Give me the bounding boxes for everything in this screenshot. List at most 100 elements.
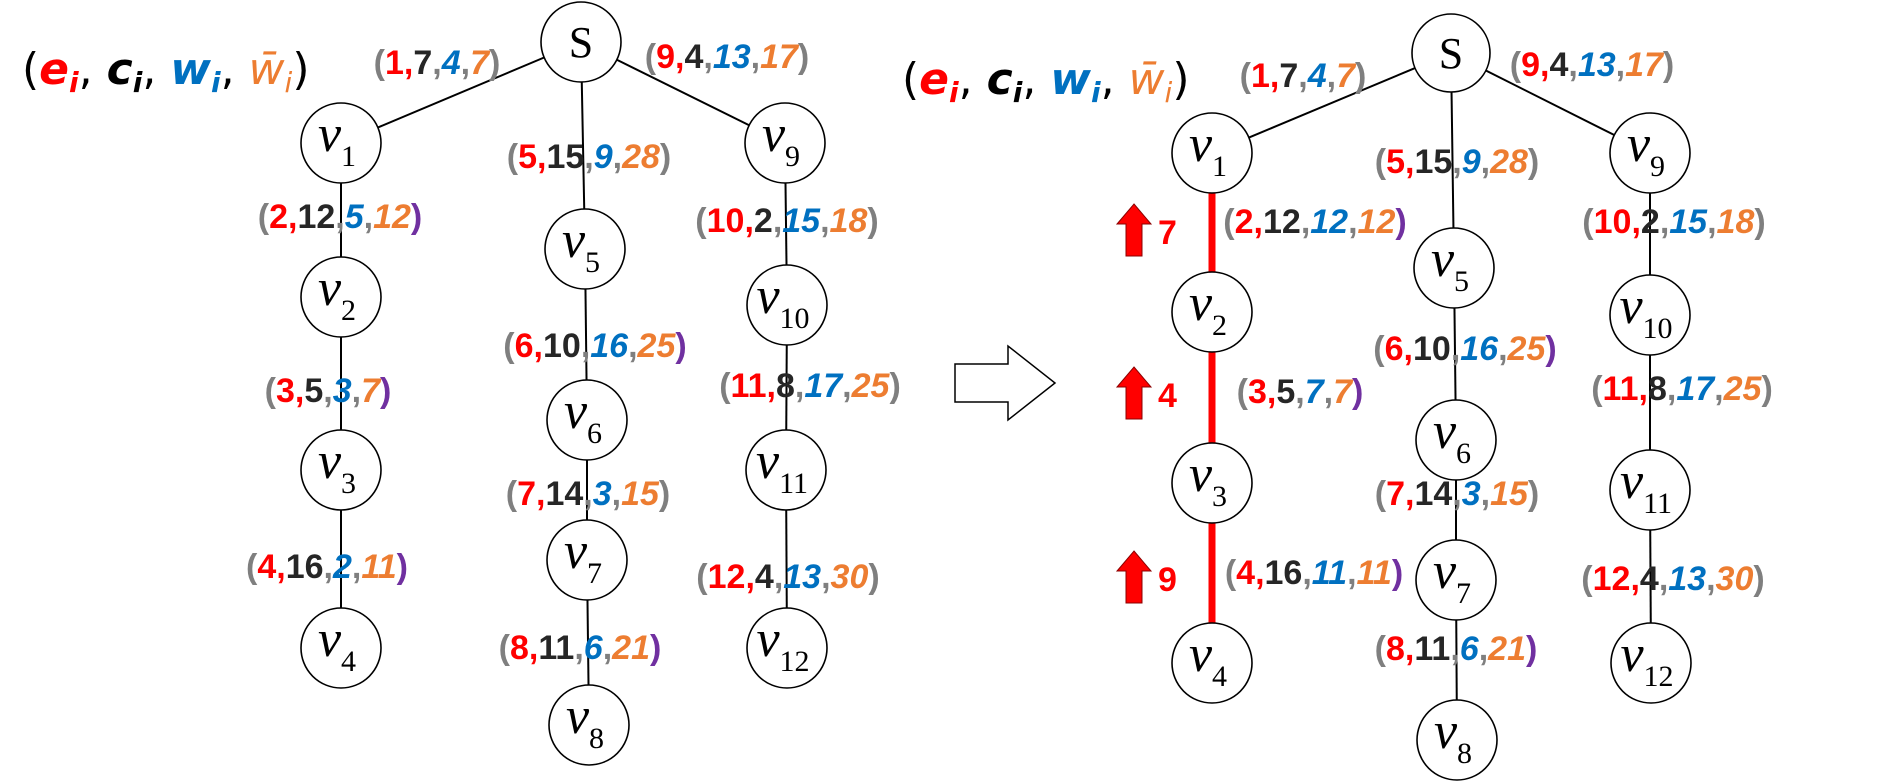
node-subscript: 8 bbox=[1457, 737, 1472, 770]
node-circle bbox=[540, 1, 622, 83]
edge-label-comma: , bbox=[1295, 373, 1304, 411]
edge-label-c: 16 bbox=[286, 548, 324, 586]
legend-w: w bbox=[1050, 54, 1091, 105]
edge bbox=[616, 58, 750, 127]
edge-label-c: 4 bbox=[1549, 46, 1568, 84]
edge-label-comma: , bbox=[751, 38, 760, 76]
edge-label: (5,15,9,28) bbox=[507, 138, 672, 176]
edge-label-open-paren: ( bbox=[1375, 143, 1387, 181]
edge-label-w: 9 bbox=[594, 138, 613, 176]
upgrade-amount: 9 bbox=[1158, 561, 1177, 599]
node-subscript: 11 bbox=[1643, 487, 1672, 520]
edge bbox=[584, 288, 588, 381]
edge-label-comma: , bbox=[1568, 46, 1577, 84]
edge-label-w: 5 bbox=[345, 198, 365, 236]
node-label: v7 bbox=[564, 523, 602, 590]
node-circle bbox=[548, 684, 630, 766]
edge-label-wbar: 25 bbox=[637, 327, 677, 365]
edge-label-wbar: 7 bbox=[1333, 373, 1354, 411]
edge-label-comma: , bbox=[574, 629, 583, 667]
edge-label-open-paren: ( bbox=[265, 372, 277, 410]
edge-label: (2,12,5,12) bbox=[258, 198, 423, 236]
root-label: S bbox=[569, 18, 593, 67]
edge-label-w: 3 bbox=[1462, 475, 1481, 513]
edge-label-comma: , bbox=[1405, 475, 1414, 513]
edge-label-c: 12 bbox=[1263, 203, 1301, 241]
node-subscript: 9 bbox=[1650, 150, 1665, 183]
edge-label-comma: , bbox=[1540, 46, 1549, 84]
edge-label-c: 16 bbox=[1265, 554, 1303, 592]
edge-label: (8,11,6,21) bbox=[499, 629, 662, 667]
edge-label-w: 17 bbox=[1676, 370, 1716, 408]
edge-label: (1,7,4,7) bbox=[1240, 57, 1367, 95]
legend-c: c bbox=[107, 44, 133, 95]
edge-label-c: 5 bbox=[1276, 373, 1295, 411]
edge-label-comma: , bbox=[536, 475, 545, 513]
edge-label-e: 10 bbox=[707, 202, 745, 240]
edge bbox=[785, 344, 788, 431]
edge-label-close-paren: ) bbox=[1754, 203, 1765, 241]
upgrade-indicator: 9 bbox=[1115, 550, 1177, 604]
node-name: v bbox=[1433, 543, 1457, 600]
edge-label-c: 10 bbox=[543, 327, 581, 365]
node-label: v4 bbox=[1189, 626, 1227, 693]
edge-label-c: 2 bbox=[754, 202, 773, 240]
edge-label-c: 15 bbox=[1414, 143, 1452, 181]
node-name: v bbox=[1189, 626, 1213, 683]
edge-label-comma: , bbox=[276, 548, 285, 586]
edge-label-e: 2 bbox=[1235, 203, 1254, 241]
edge-label-comma: , bbox=[534, 327, 543, 365]
node-name: v bbox=[756, 611, 780, 668]
edge-label-close-paren: ) bbox=[867, 202, 878, 240]
edge-label-e: 6 bbox=[1385, 330, 1404, 368]
edge-label-w: 3 bbox=[593, 475, 612, 513]
node-circle bbox=[746, 607, 828, 689]
edge-label-comma: , bbox=[461, 44, 470, 82]
edge-label-comma: , bbox=[1405, 630, 1414, 668]
edge-label-open-paren: ( bbox=[695, 202, 707, 240]
edge-label-wbar: 11 bbox=[361, 548, 396, 586]
root-node: S bbox=[540, 1, 622, 83]
node-label: v5 bbox=[1431, 231, 1469, 298]
node-name: v bbox=[562, 212, 586, 269]
edge-label-close-paren: ) bbox=[675, 327, 686, 365]
root-label: S bbox=[1439, 29, 1463, 78]
edge-label-wbar: 12 bbox=[373, 198, 411, 236]
node-circle bbox=[544, 208, 626, 290]
node-label: v7 bbox=[1433, 543, 1471, 610]
node-subscript: 12 bbox=[780, 645, 810, 678]
edge-label-wbar: 18 bbox=[1717, 203, 1755, 241]
edge-label-e: 9 bbox=[656, 38, 675, 76]
node-label: v10 bbox=[1619, 278, 1672, 345]
edge-label-comma: , bbox=[288, 198, 297, 236]
node-v12: v12 bbox=[746, 607, 828, 689]
edge-label-comma: , bbox=[1404, 330, 1413, 368]
edge-label-comma: , bbox=[432, 44, 441, 82]
edge-label-comma: , bbox=[1301, 203, 1310, 241]
edge-label-wbar: 25 bbox=[851, 367, 891, 405]
edge-label-open-paren: ( bbox=[1373, 330, 1385, 368]
node-label: v12 bbox=[1620, 626, 1673, 693]
node-label: v1 bbox=[1189, 116, 1227, 183]
edge-label-comma: , bbox=[1707, 203, 1716, 241]
legend-open-paren: ( bbox=[902, 54, 919, 105]
edge-label: (6,10,16,25) bbox=[503, 327, 686, 365]
edge-label-close-paren: ) bbox=[889, 367, 900, 405]
up-arrow-icon bbox=[1115, 366, 1153, 420]
node-v8: v8 bbox=[548, 684, 630, 766]
edge-label-open-paren: ( bbox=[1591, 370, 1603, 408]
edge-label: (9,4,13,17) bbox=[1510, 46, 1675, 84]
node-subscript: 6 bbox=[1456, 437, 1471, 470]
edge-label-w: 9 bbox=[1462, 143, 1481, 181]
edge-label-open-paren: ( bbox=[374, 44, 386, 82]
edge-label-comma: , bbox=[1327, 57, 1336, 95]
edge bbox=[586, 599, 590, 686]
node-label: v11 bbox=[1620, 453, 1672, 520]
panel-after-tree: Sv1v2v3v4v5v6v7v8v9v10v11v12(1,7,4,7)(2,… bbox=[1115, 13, 1773, 781]
edge-label-comma: , bbox=[675, 38, 684, 76]
legend-c-sub: i bbox=[1013, 76, 1023, 109]
edges bbox=[340, 56, 788, 686]
edge-label-comma: , bbox=[1659, 560, 1668, 598]
legend-wbar-sub: i bbox=[285, 66, 293, 99]
edge-label-comma: , bbox=[537, 138, 546, 176]
